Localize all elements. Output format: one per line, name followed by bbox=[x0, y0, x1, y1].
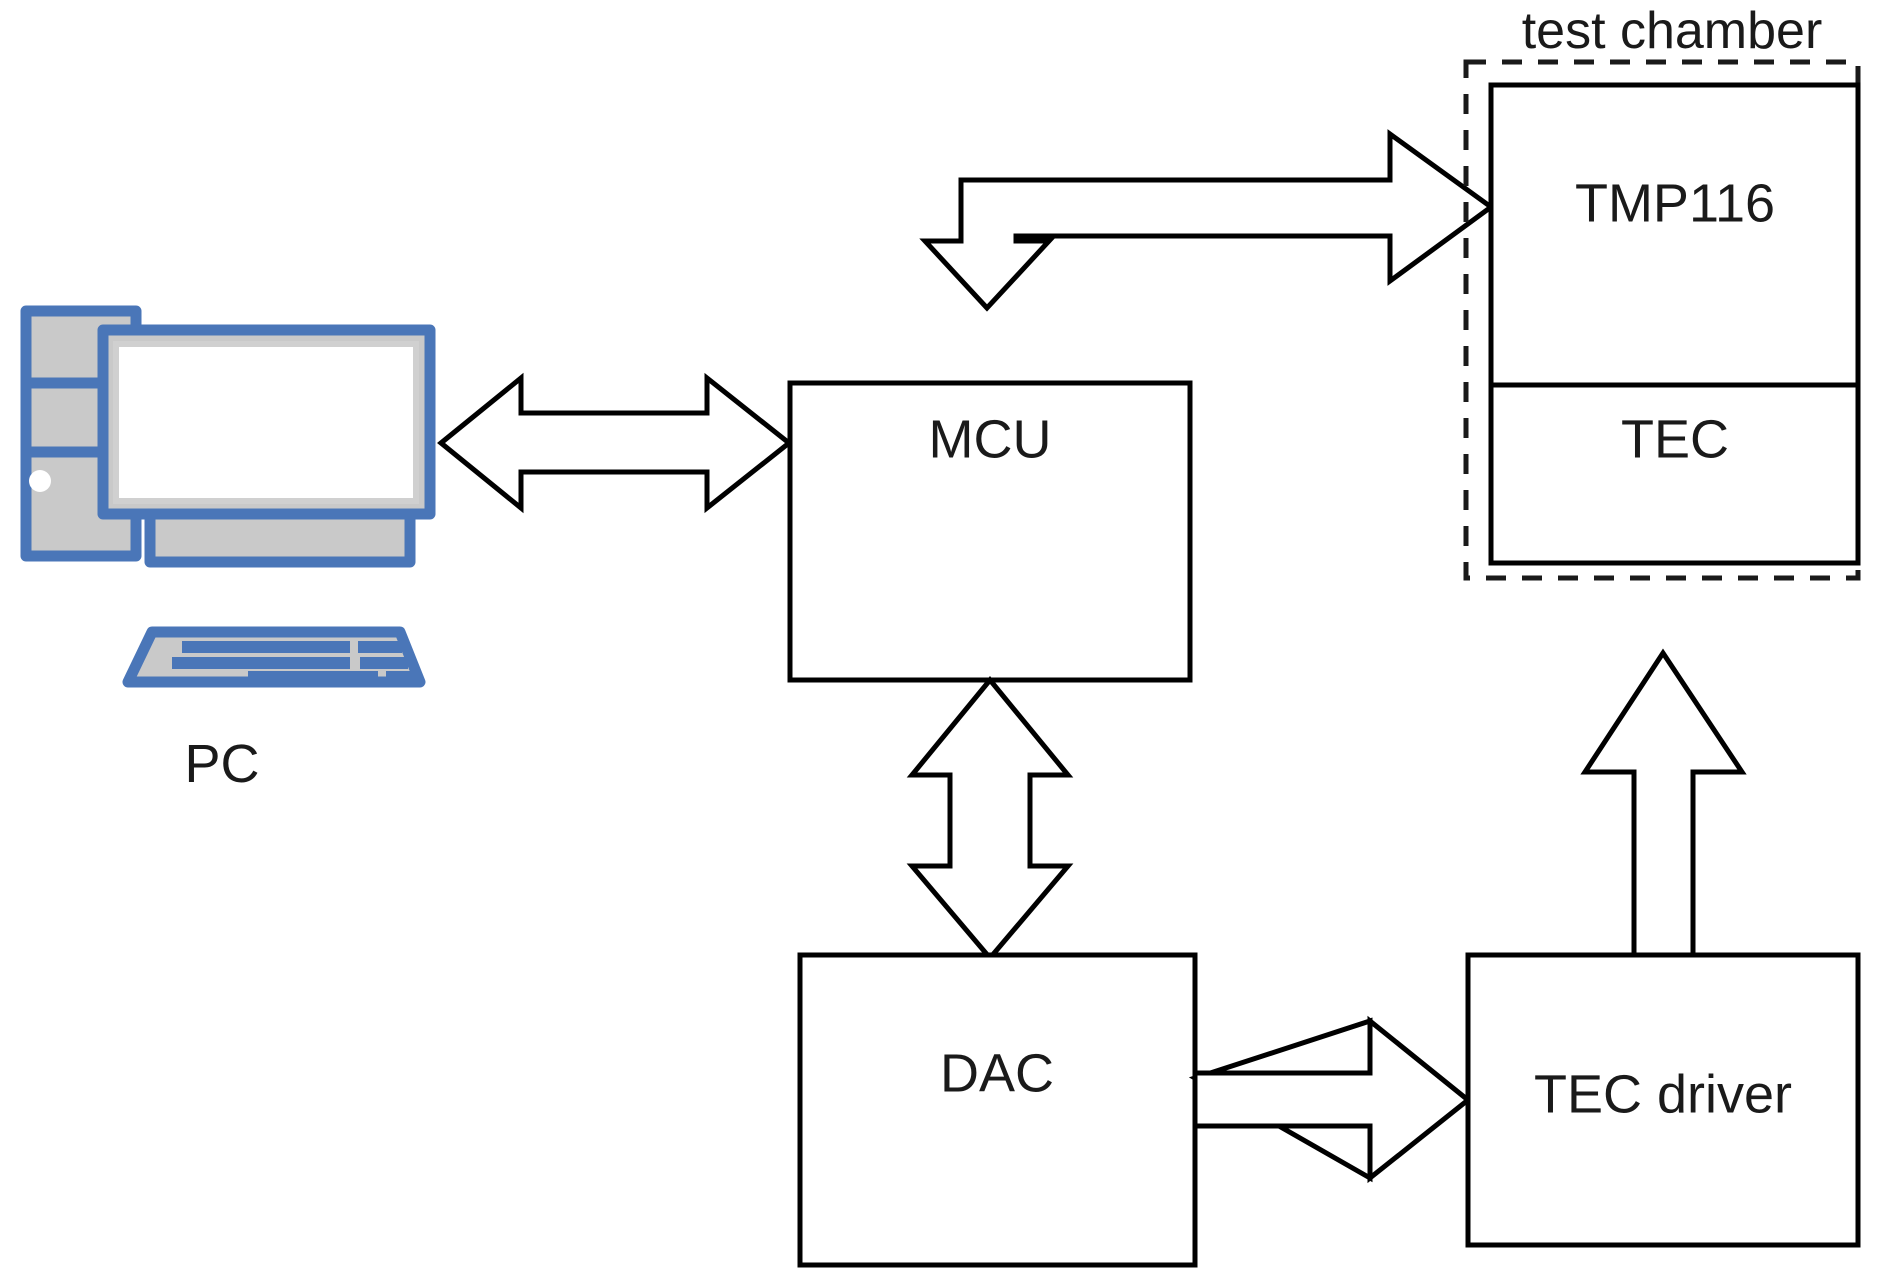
pc-illustration: PC bbox=[20, 305, 436, 794]
tmp116-label: TMP116 bbox=[1575, 173, 1775, 233]
pc-key-row-1b bbox=[358, 641, 402, 653]
pc-label: PC bbox=[184, 734, 259, 794]
pc-monitor-base-icon bbox=[144, 508, 416, 568]
test-chamber-label: test chamber bbox=[1522, 2, 1823, 60]
pc-key-row-2b bbox=[360, 657, 408, 669]
arrow-pc-to-mcu bbox=[437, 372, 794, 514]
tmp116-box bbox=[1488, 82, 1861, 388]
tec-driver-box bbox=[1465, 952, 1861, 1248]
tec-driver-label: TEC driver bbox=[1534, 1064, 1792, 1124]
pc-screen bbox=[113, 341, 419, 504]
mcu-label: MCU bbox=[929, 409, 1052, 469]
block-tec: TEC bbox=[1488, 382, 1861, 566]
pc-key-spacebar bbox=[248, 671, 378, 682]
group-test-chamber: test chamber TMP116 TEC bbox=[1463, 2, 1861, 581]
arrow-dac-to-tec-driver-shape bbox=[1192, 1015, 1472, 1184]
pc-power-light-icon bbox=[29, 470, 51, 492]
block-dac: DAC bbox=[797, 952, 1198, 1268]
dac-box bbox=[797, 952, 1198, 1268]
tec-box bbox=[1488, 382, 1861, 566]
dac-label: DAC bbox=[940, 1043, 1054, 1103]
pc-key-row-3b bbox=[386, 671, 420, 682]
arrow-mcu-to-tmp116 bbox=[919, 129, 1496, 312]
tec-label: TEC bbox=[1621, 409, 1729, 469]
block-tmp116: TMP116 bbox=[1488, 82, 1861, 388]
pc-key-row-2 bbox=[172, 657, 350, 669]
arrow-tec-driver-to-tec bbox=[1580, 648, 1747, 958]
mcu-box bbox=[787, 380, 1193, 683]
pc-key-row-1 bbox=[182, 641, 350, 653]
arrow-mcu-to-dac bbox=[906, 676, 1074, 962]
block-mcu: MCU bbox=[787, 380, 1193, 683]
block-tec-driver: TEC driver bbox=[1465, 952, 1861, 1248]
